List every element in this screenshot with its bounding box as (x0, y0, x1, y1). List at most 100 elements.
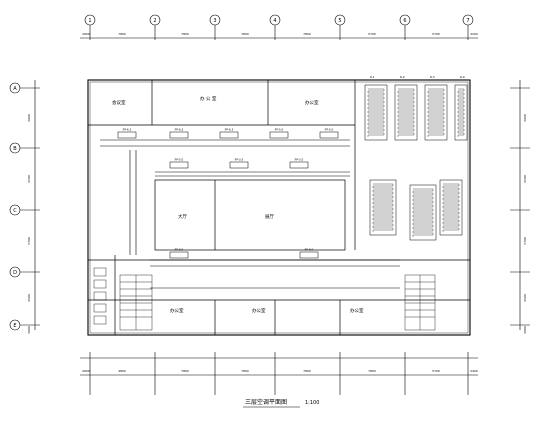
ahu-label: K-1 (370, 75, 375, 79)
fan-coil-box (219, 131, 239, 139)
drawing-title: 三层空调平面图 (245, 398, 287, 406)
dimension-label: 5700 (27, 237, 31, 245)
room-label: 办公室 (305, 99, 319, 106)
dimension-label: 3000 (523, 326, 527, 334)
dimension-label: 2400 (470, 369, 478, 373)
grid-bubble-label: 4 (273, 18, 276, 24)
ahu-frame (409, 184, 437, 241)
left-dimension-text: 3000 4500 5700 4500 3000 (27, 114, 31, 334)
fan-coil-label: FP-5.0 (175, 158, 184, 162)
dimension-label: 7800 (181, 369, 189, 373)
grid-bubble (84, 14, 96, 26)
dimension-label: 3000 (523, 114, 527, 122)
dimension-label: 3200 (470, 32, 478, 36)
dimension-label: 7800 (181, 32, 189, 36)
dimension-label: 5700 (368, 32, 376, 36)
dimension-label: 4500 (27, 294, 31, 302)
fan-coil-label: FP-6.3 (225, 128, 234, 132)
grid-bubble (462, 14, 474, 26)
fan-coil-label: FP-6.3 (123, 128, 132, 132)
dimension-label: 7800 (303, 369, 311, 373)
fan-coil-box (169, 131, 189, 139)
ahu-label: K-4 (460, 75, 465, 79)
fan-coil-box (299, 251, 319, 259)
room-label: 办公室 (170, 307, 184, 314)
grid-bubble-label: 6 (403, 18, 406, 24)
dimension-label: 7800 (241, 369, 249, 373)
dimension-label: 7800 (368, 369, 376, 373)
fan-coil-label: FP-5.0 (325, 128, 334, 132)
grid-bubble-label: 5 (338, 18, 341, 24)
toilet-fixtures (93, 267, 107, 325)
dimension-label: 5700 (432, 32, 440, 36)
fan-coil-box (289, 161, 309, 169)
fan-coil-box (269, 131, 289, 139)
room-label: 展厅 (265, 214, 274, 220)
stair-right (404, 274, 436, 331)
ahu-frame (394, 84, 418, 141)
fan-coil-label: FP-8.0 (305, 248, 314, 252)
ahu-label: K-2 (400, 75, 405, 79)
top-grid-axes (80, 25, 478, 40)
grid-bubble (9, 266, 21, 278)
dimension-label: 4500 (27, 175, 31, 183)
dimension-label: 4500 (523, 294, 527, 302)
dimension-label: 5700 (432, 369, 440, 373)
ahu-frame (369, 179, 397, 236)
grid-bubble (209, 14, 221, 26)
grid-bubble-label: B (13, 146, 17, 152)
dimension-label: 5700 (523, 237, 527, 245)
interior-walls (88, 80, 470, 335)
grid-bubble (9, 142, 21, 154)
fan-coil-label: FP-3.5 (235, 158, 244, 162)
ahu-coil (397, 88, 415, 137)
dimension-label: 3000 (27, 326, 31, 334)
fan-coil-label: FP-8.0 (175, 248, 184, 252)
dimension-label: 2600 (82, 369, 90, 373)
ahu-coil (372, 183, 394, 232)
duct-runs (100, 139, 400, 289)
bottom-grid-axes (80, 352, 478, 395)
grid-bubble (269, 14, 281, 26)
ahu-coil (427, 88, 445, 137)
ahu-coil (412, 188, 434, 237)
fan-coil-label: FP-3.5 (295, 158, 304, 162)
ahu-frame (439, 179, 463, 236)
drawing-scale: 1:100 (305, 400, 319, 406)
grid-bubble-label: 3 (213, 18, 216, 24)
dimension-label: 4800 (118, 369, 126, 373)
grid-bubble-label: A (13, 86, 17, 92)
ahu-frame (424, 84, 448, 141)
fan-coil-label: FP-6.3 (175, 128, 184, 132)
grid-bubble (9, 319, 21, 331)
grid-bubble (9, 204, 21, 216)
grid-bubble-label: E (13, 323, 16, 329)
right-dimension-text: 3000 4500 5700 4500 3000 (523, 114, 527, 334)
grid-bubble (399, 14, 411, 26)
building-outline (87, 79, 471, 336)
grid-bubble (334, 14, 346, 26)
air-handling-units: K-1 K-2 K-3 K-4 (364, 75, 468, 241)
ahu-label: K-3 (430, 75, 435, 79)
stair-left (119, 274, 153, 331)
dimension-label: 2600 (82, 32, 90, 36)
dimension-label: 3000 (27, 114, 31, 122)
fan-coil-box (319, 131, 339, 139)
grid-bubble-label: 2 (153, 18, 156, 24)
ahu-coil (457, 88, 465, 137)
left-grid-axes (20, 80, 40, 330)
room-label: 办公室 (252, 307, 266, 314)
dimension-label: 7800 (241, 32, 249, 36)
bottom-dimension-text: 2600 4800 7800 7800 7800 7800 5700 2400 (82, 369, 478, 373)
fan-coil-box (169, 251, 189, 259)
room-labels: 会议室 办 公 室 办公室 大厅 展厅 办公室 办公室 办公室 (112, 95, 364, 314)
fan-coil-label: FP-5.0 (275, 128, 284, 132)
grid-bubble (149, 14, 161, 26)
fan-coil-box (117, 131, 137, 139)
ahu-coil (442, 183, 460, 232)
dimension-label: 4500 (523, 175, 527, 183)
